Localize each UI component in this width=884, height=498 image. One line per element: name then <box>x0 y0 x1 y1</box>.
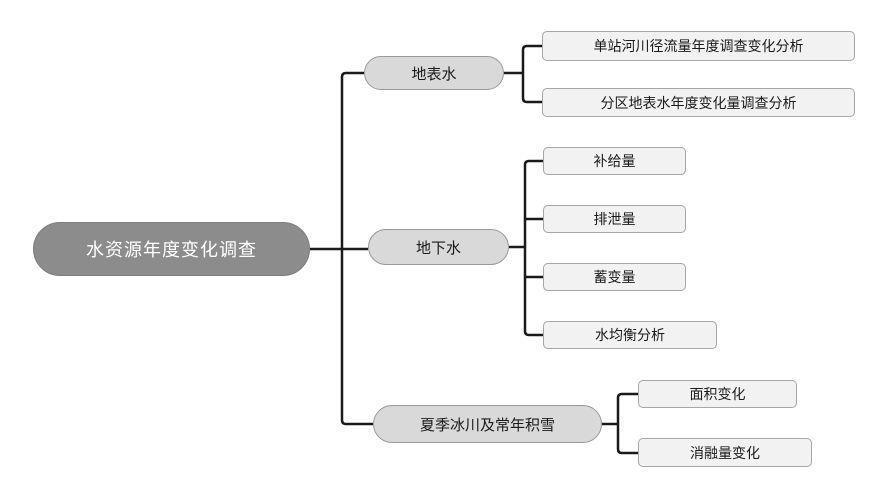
child-node-area-change[interactable]: 面积变化 <box>638 380 797 408</box>
child-node-water-balance-analysis[interactable]: 水均衡分析 <box>543 321 717 349</box>
branch-node-glacier-snow[interactable]: 夏季冰川及常年积雪 <box>373 405 602 443</box>
connector-surface-water <box>504 44 542 104</box>
child-node-melt-amount-change[interactable]: 消融量变化 <box>638 438 812 467</box>
connector-glacier-snow <box>602 392 638 455</box>
root-node-water-resources[interactable]: 水资源年度变化调查 <box>33 222 310 276</box>
branch-node-ground-water[interactable]: 地下水 <box>368 229 509 265</box>
child-node-discharge-amount[interactable]: 排泄量 <box>543 205 686 233</box>
child-node-storage-change[interactable]: 蓄变量 <box>543 263 686 291</box>
child-node-single-station-runoff-analysis[interactable]: 单站河川径流量年度调查变化分析 <box>542 31 855 61</box>
branch-node-surface-water[interactable]: 地表水 <box>364 56 504 90</box>
connector-ground-water <box>509 159 543 337</box>
connector-trunk <box>340 71 373 426</box>
child-node-zoned-surface-water-analysis[interactable]: 分区地表水年度变化量调查分析 <box>542 88 855 117</box>
child-node-recharge-amount[interactable]: 补给量 <box>543 147 686 175</box>
